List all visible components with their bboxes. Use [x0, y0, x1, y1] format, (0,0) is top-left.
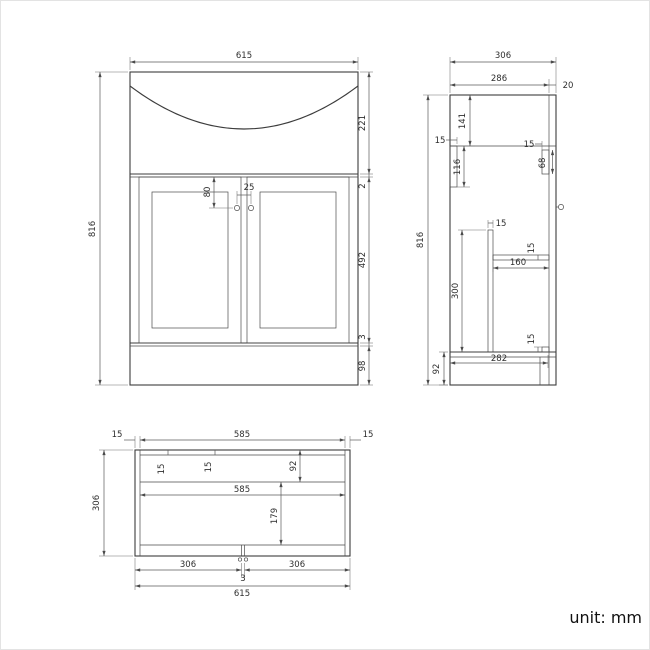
plan-dim-depth: 306	[92, 495, 102, 511]
back-rail	[449, 145, 458, 188]
side-dimensions: 306 286 20 816 141 15 116	[416, 51, 574, 386]
left-door-panel	[151, 191, 229, 329]
front-dim-basin-height: 221	[358, 115, 368, 131]
side-dim-plinth-height: 92	[432, 364, 442, 375]
front-doors	[138, 176, 350, 344]
plan-dim-door-right: 306	[289, 560, 305, 570]
front-dim-bottom-gap: 3	[358, 334, 368, 339]
basin-curve	[129, 85, 359, 130]
front-view: 615 816 221 2 492 3 98 80	[88, 51, 373, 386]
unit-label: unit: mm	[569, 608, 642, 627]
side-dim-rail-top-offset: 141	[458, 113, 468, 129]
plan-dim-wall-right: 15	[363, 430, 374, 440]
front-dim-height: 816	[88, 221, 98, 237]
side-dim-divider-height: 300	[451, 283, 461, 299]
plan-dim-door-left: 306	[180, 560, 196, 570]
front-bottom-rail	[541, 346, 550, 353]
front-dim-plinth-height: 98	[358, 361, 368, 372]
side-dim-bottom-rail: 15	[527, 334, 537, 345]
plan-dim-back-wall-a: 15	[157, 464, 167, 475]
right-door	[246, 176, 350, 344]
side-dim-overhang: 20	[563, 81, 574, 91]
right-door-panel	[259, 191, 337, 329]
front-top-rail	[541, 149, 550, 175]
side-dim-rail-width: 15	[435, 136, 446, 146]
left-door-knob	[234, 205, 240, 211]
side-outline	[449, 94, 564, 386]
plan-dim-wall-left: 15	[112, 430, 123, 440]
side-dim-shelf-thickness: 15	[527, 243, 537, 254]
side-dim-body-depth: 286	[491, 74, 507, 84]
side-dim-front-rail-width: 15	[524, 140, 535, 150]
side-dim-divider-thickness: 15	[496, 219, 507, 229]
plan-dimensions: 585 15 15 306 15 15 92 585 179	[92, 430, 373, 599]
plan-dim-door-gap: 3	[240, 574, 245, 584]
front-dim-door-height: 492	[358, 252, 368, 268]
side-dim-bottom-depth: 282	[491, 354, 507, 364]
front-dimensions: 615 816 221 2 492 3 98 80	[88, 51, 373, 386]
plan-dim-basin-depth: 92	[289, 461, 299, 472]
plan-dim-inner-depth: 179	[270, 508, 280, 524]
side-dim-height: 816	[416, 232, 426, 248]
shelf	[492, 254, 550, 261]
plan-knob-left	[237, 557, 243, 562]
front-dim-handle-spacing: 25	[244, 183, 255, 193]
front-cabinet-outline	[129, 71, 359, 386]
plan-dim-back-wall-b: 15	[204, 462, 214, 473]
front-dim-width: 615	[236, 51, 252, 61]
side-view: 306 286 20 816 141 15 116	[416, 51, 574, 386]
right-door-knob	[248, 205, 254, 211]
side-dim-front-rail-height: 68	[538, 158, 548, 169]
plan-view: 585 15 15 306 15 15 92 585 179	[92, 430, 373, 599]
side-knob	[558, 204, 564, 210]
plan-dim-total-width: 615	[234, 589, 250, 599]
left-door	[138, 176, 242, 344]
front-dim-handle-drop: 80	[203, 187, 213, 198]
side-dim-depth: 306	[495, 51, 511, 61]
side-dim-rail-height: 116	[453, 159, 463, 175]
support-divider	[487, 229, 494, 353]
plan-dim-inner-width: 585	[234, 485, 250, 495]
side-dim-shelf-depth: 160	[510, 258, 526, 268]
front-dim-top-gap: 2	[358, 183, 368, 188]
plan-outline	[134, 449, 351, 562]
plan-knob-right	[243, 557, 249, 562]
plan-dim-inner-width-top: 585	[234, 430, 250, 440]
